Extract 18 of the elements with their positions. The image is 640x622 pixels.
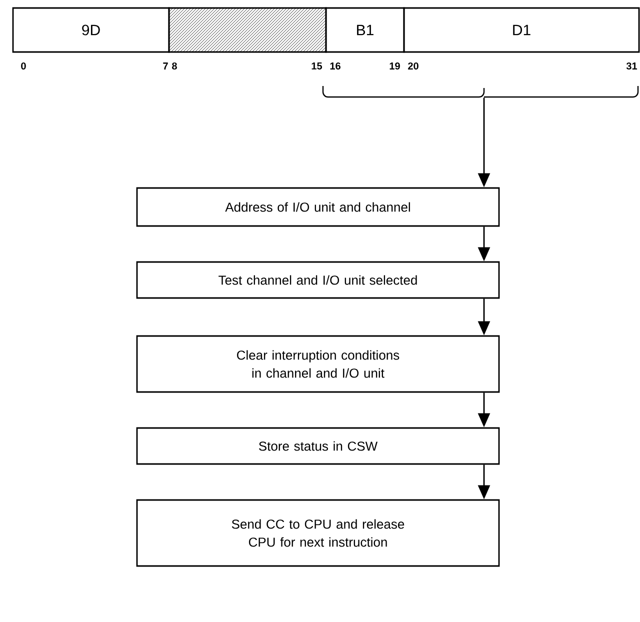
bit-number: 7: [163, 62, 168, 70]
field-box: [168, 7, 327, 53]
field-box: D1: [403, 7, 640, 53]
process-box: Store status in CSW: [136, 427, 500, 465]
field-box: B1: [325, 7, 405, 53]
brace: [322, 85, 639, 98]
bit-number: 15: [312, 62, 322, 70]
process-box: Send CC to CPU and release CPU for next instruction: [136, 499, 500, 567]
bit-number: 19: [390, 62, 400, 70]
bit-number: 20: [408, 62, 418, 70]
bit-number: 8: [172, 62, 177, 70]
bit-number: 31: [626, 62, 638, 70]
field-box: 9D: [12, 7, 170, 53]
bit-number: 0: [21, 62, 26, 70]
process-box: Test channel and I/O unit selected: [136, 261, 500, 299]
process-box: Clear interruption conditions in channel and I/O unit: [136, 335, 500, 393]
bit-number: 16: [330, 62, 340, 70]
process-box: Address of I/O unit and channel: [136, 187, 500, 227]
